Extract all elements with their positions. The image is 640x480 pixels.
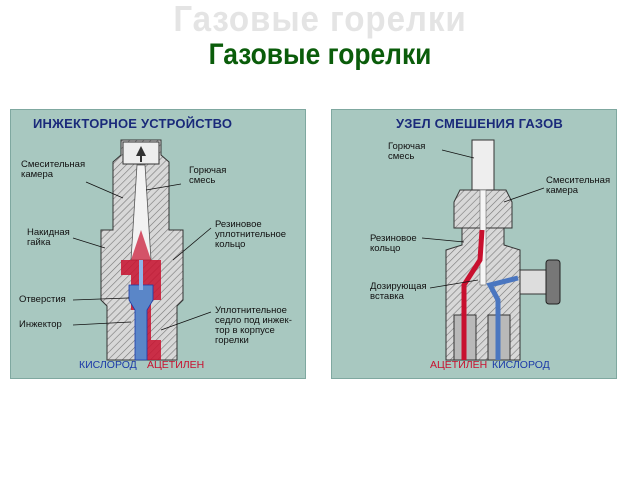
injector-panel-title: ИНЖЕКТОРНОЕ УСТРОЙСТВО bbox=[33, 116, 233, 131]
label-rubber-sealing-ring: Резиновое уплотнительное кольцо bbox=[215, 219, 287, 250]
label-holes: Отверстия bbox=[19, 294, 66, 305]
label-rubber-ring: Резиновое кольцо bbox=[370, 233, 417, 254]
acetylene-label: АЦЕТИЛЕН bbox=[147, 359, 205, 371]
background-title-watermark: Газовые горелки bbox=[173, 0, 467, 39]
label-sealing-seat: Уплотнительное седло под инжек- тор в ко… bbox=[215, 305, 292, 346]
mixing-unit-panel-title: УЗЕЛ СМЕШЕНИЯ ГАЗОВ bbox=[396, 116, 563, 131]
oxygen-label: КИСЛОРОД bbox=[492, 359, 550, 371]
gas-mixing-unit-panel: УЗЕЛ СМЕШЕНИЯ ГАЗОВ bbox=[326, 104, 622, 384]
label-injector: Инжектор bbox=[19, 319, 62, 330]
label-combustible-mix: Горючая смесь bbox=[388, 141, 426, 162]
oxygen-label: КИСЛОРОД bbox=[79, 359, 137, 371]
label-union-nut: Накидная гайка bbox=[27, 227, 70, 248]
acetylene-label: АЦЕТИЛЕН bbox=[430, 359, 488, 371]
injector-cross-section-drawing bbox=[72, 139, 212, 361]
label-combustible-mix: Горючая смесь bbox=[189, 165, 227, 186]
mixing-unit-drawing bbox=[421, 139, 561, 361]
injector-device-panel: ИНЖЕКТОРНОЕ УСТРОЙСТВО bbox=[5, 104, 311, 384]
injector-device-diagram: ИНЖЕКТОРНОЕ УСТРОЙСТВО bbox=[10, 109, 306, 379]
gas-mixing-unit-diagram: УЗЕЛ СМЕШЕНИЯ ГАЗОВ bbox=[331, 109, 617, 379]
page-title: Газовые горелки bbox=[208, 38, 432, 71]
label-dosing-insert: Дозирующая вставка bbox=[370, 281, 427, 302]
label-mixing-chamber: Смесительная камера bbox=[21, 159, 86, 180]
label-mixing-chamber: Смесительная камера bbox=[546, 175, 611, 196]
